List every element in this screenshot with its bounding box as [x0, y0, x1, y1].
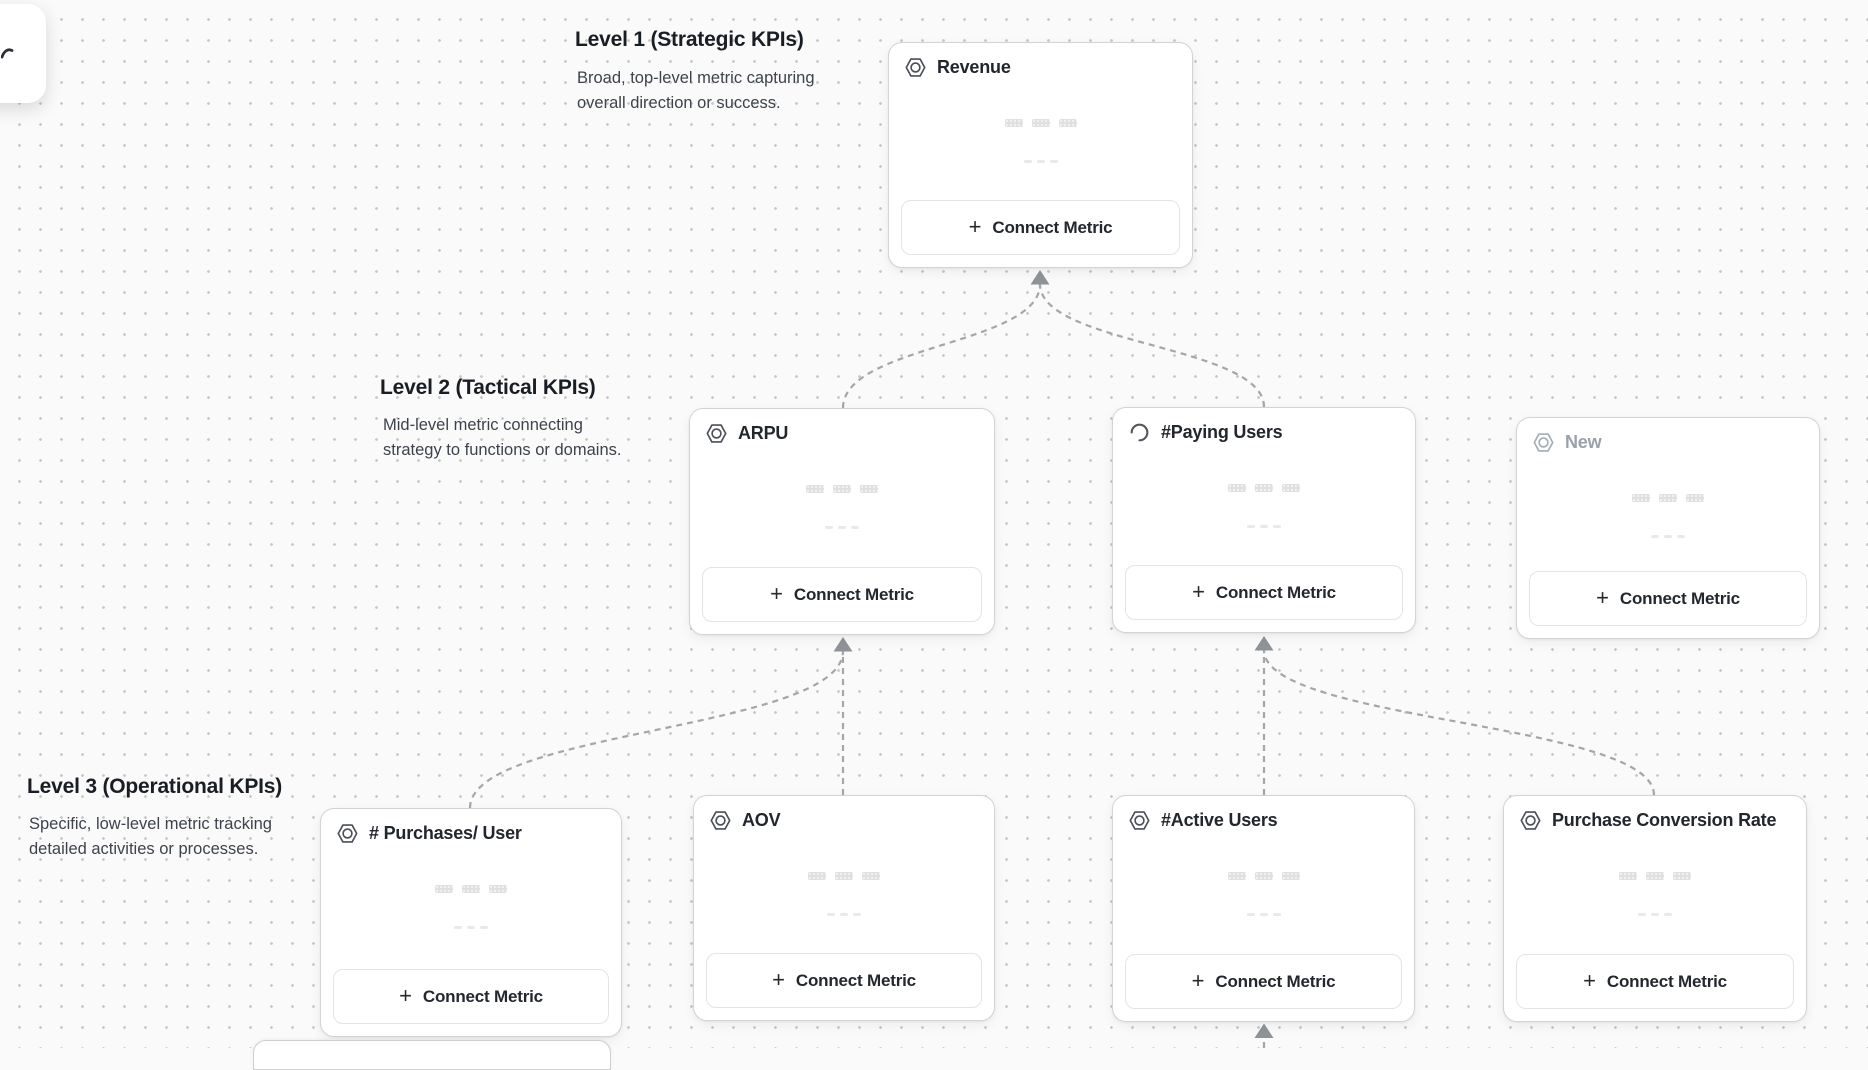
node-card-purchases-per-user[interactable]: # Purchases/ User + Connect Metric — [320, 808, 622, 1037]
plus-icon: + — [1192, 578, 1205, 604]
skeleton-dashes — [321, 926, 621, 929]
level-2-description: Mid-level metric connecting strategy to … — [383, 416, 622, 459]
card-title: ARPU — [738, 423, 789, 443]
hexagon-metric-icon — [336, 822, 359, 845]
plus-icon: + — [1583, 967, 1596, 993]
connect-metric-button[interactable]: + Connect Metric — [1125, 954, 1402, 1009]
arrowhead-arpu — [833, 637, 853, 652]
connect-metric-label: Connect Metric — [793, 584, 914, 604]
card-title: New — [1565, 432, 1602, 452]
connect-metric-label: Connect Metric — [992, 217, 1113, 237]
connect-metric-button[interactable]: + Connect Metric — [1529, 571, 1807, 626]
hexagon-metric-icon — [904, 56, 927, 79]
edge-purchases-to-arpu — [468, 650, 845, 809]
node-card-active-users[interactable]: #Active Users + Connect Metric — [1112, 795, 1415, 1022]
skeleton-dashes — [694, 913, 994, 916]
connect-metric-label: Connect Metric — [1215, 582, 1336, 602]
skeleton-bars — [694, 872, 994, 880]
level-1-title: Level 1 (Strategic KPIs) — [575, 28, 804, 51]
connect-metric-button[interactable]: + Connect Metric — [901, 200, 1180, 255]
skeleton-bars — [1113, 484, 1415, 492]
level-2-title: Level 2 (Tactical KPIs) — [380, 376, 596, 399]
hexagon-metric-icon — [1128, 809, 1151, 832]
skeleton-bars — [1113, 872, 1414, 880]
node-card-revenue[interactable]: Revenue + Connect Metric — [888, 42, 1193, 268]
connect-metric-button[interactable]: + Connect Metric — [702, 567, 982, 622]
skeleton-dashes — [1113, 525, 1415, 528]
connect-metric-label: Connect Metric — [1619, 588, 1740, 608]
hexagon-metric-icon — [705, 422, 728, 445]
level-3-title: Level 3 (Operational KPIs) — [27, 775, 283, 798]
skeleton-dashes — [1504, 913, 1806, 916]
card-header: #Active Users — [1128, 809, 1404, 832]
plus-icon: + — [772, 966, 785, 992]
skeleton-bars — [1517, 494, 1819, 502]
node-card-paying-users[interactable]: #Paying Users + Connect Metric — [1112, 407, 1416, 633]
skeleton-dashes — [1517, 535, 1819, 538]
edge-arpu-to-revenue — [841, 283, 1042, 409]
edge-payingusers-to-revenue — [1038, 283, 1266, 408]
toolbar-button-fragment[interactable] — [0, 4, 46, 103]
skeleton-bars — [690, 485, 994, 493]
level-3-description: Specific, low-level metric tracking deta… — [29, 815, 272, 858]
skeleton-dashes — [1113, 913, 1414, 916]
card-header: AOV — [709, 809, 984, 832]
level-1-description: Broad, top-level metric capturing overal… — [577, 69, 815, 112]
plus-icon: + — [1191, 967, 1205, 993]
connect-metric-button[interactable]: + Connect Metric — [706, 953, 982, 1008]
card-title: #Active Users — [1161, 810, 1278, 830]
card-header: Revenue — [904, 56, 1182, 79]
loading-spinner-icon — [1128, 421, 1151, 444]
connect-metric-button[interactable]: + Connect Metric — [1516, 954, 1794, 1009]
card-title: Revenue — [937, 57, 1011, 77]
connect-metric-label: Connect Metric — [795, 970, 916, 990]
hexagon-metric-icon — [1519, 809, 1542, 832]
node-card-purchase-conversion-rate[interactable]: Purchase Conversion Rate + Connect Metri… — [1503, 795, 1807, 1022]
card-header: #Paying Users — [1128, 421, 1405, 444]
skeleton-bars — [889, 119, 1192, 127]
card-header: ARPU — [705, 422, 984, 445]
connect-metric-label: Connect Metric — [1606, 971, 1727, 991]
connect-metric-button[interactable]: + Connect Metric — [333, 969, 609, 1024]
arrowhead-activeusers — [1254, 1023, 1274, 1038]
card-title: AOV — [742, 810, 781, 830]
connect-metric-label: Connect Metric — [422, 986, 543, 1006]
skeleton-bars — [321, 885, 621, 893]
connect-metric-button[interactable]: + Connect Metric — [1125, 565, 1403, 620]
hexagon-metric-icon — [709, 809, 732, 832]
plus-icon: + — [1596, 584, 1609, 610]
cursor-stroke-icon — [1, 48, 14, 59]
card-title: Purchase Conversion Rate — [1552, 810, 1777, 830]
card-header: Purchase Conversion Rate — [1519, 809, 1796, 832]
card-header: # Purchases/ User — [336, 822, 611, 845]
node-card-arpu[interactable]: ARPU + Connect Metric — [689, 408, 995, 635]
card-title: # Purchases/ User — [369, 823, 522, 843]
plus-icon: + — [399, 982, 412, 1008]
skeleton-dashes — [889, 160, 1192, 163]
arrowhead-revenue — [1030, 270, 1050, 285]
card-header: New — [1532, 431, 1809, 454]
skeleton-bars — [1504, 872, 1806, 880]
node-card-new[interactable]: New + Connect Metric — [1516, 417, 1820, 639]
arrowhead-payingusers — [1254, 636, 1274, 651]
edge-pcr-to-payingusers — [1262, 649, 1656, 796]
node-card-partial-offscreen[interactable] — [253, 1040, 611, 1070]
plus-icon: + — [968, 213, 982, 239]
skeleton-dashes — [690, 526, 994, 529]
hexagon-metric-icon — [1532, 431, 1555, 454]
node-card-aov[interactable]: AOV + Connect Metric — [693, 795, 995, 1021]
plus-icon: + — [770, 580, 783, 606]
connect-metric-label: Connect Metric — [1215, 971, 1336, 991]
card-title: #Paying Users — [1161, 422, 1283, 442]
